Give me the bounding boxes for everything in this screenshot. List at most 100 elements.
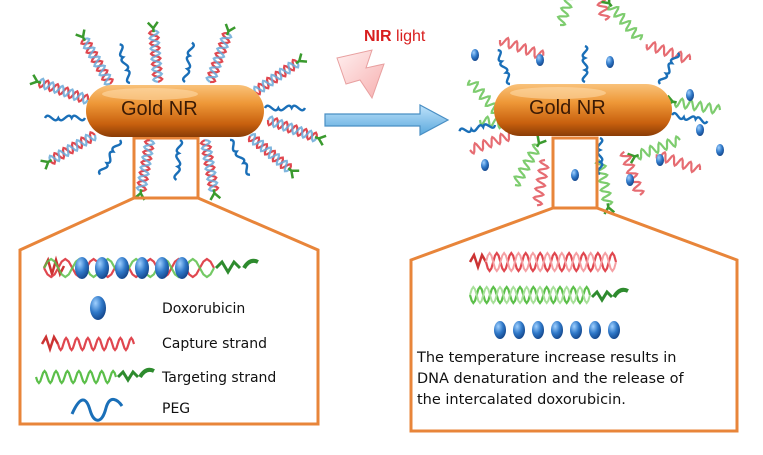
- right-released-strand: [498, 36, 545, 60]
- peg-chain: [173, 138, 184, 181]
- caption-line-2: DNA denaturation and the release of: [417, 371, 684, 387]
- helix-strand-b: [205, 32, 233, 83]
- sep-targeting-shadow: [469, 285, 591, 305]
- released-strand-path: [532, 158, 550, 207]
- right-released-strand: [556, 0, 580, 27]
- left-peg-strand: [229, 138, 251, 176]
- left-strand-layer: [29, 21, 327, 201]
- helix-strand-b: [200, 138, 219, 193]
- peg-chain: [671, 112, 709, 125]
- nir-lightning-bolt: [336, 49, 385, 100]
- released-doxorubicin: [608, 321, 620, 339]
- sep-targeting-tail: [590, 289, 614, 303]
- ligand-mark: [29, 74, 42, 86]
- right-inset-graphics: [468, 251, 629, 339]
- intercalated-doxorubicin: [75, 257, 89, 279]
- right-zoom-frame: [409, 206, 739, 433]
- released-strand-path: [513, 143, 540, 187]
- left-duplex-strand: [146, 21, 164, 84]
- free-doxorubicin: [536, 54, 544, 66]
- free-doxorubicin: [686, 89, 694, 101]
- left-duplex-strand: [199, 138, 222, 201]
- separated-targeting-strand: [468, 285, 629, 305]
- peg-chain: [581, 44, 589, 84]
- loaded-duplex: [42, 255, 259, 279]
- right-released-strand: [469, 129, 515, 156]
- released-strand-path: [635, 134, 681, 161]
- right-nanorod-label: Gold NR: [529, 97, 606, 119]
- free-doxorubicin: [716, 144, 724, 156]
- right-zoom-callout: [409, 136, 739, 433]
- left-peg-strand: [182, 41, 195, 83]
- ligand-mark: [535, 135, 547, 148]
- helix-strand-b: [253, 61, 300, 93]
- right-released-strand: [619, 150, 646, 196]
- released-strand-path: [594, 159, 614, 207]
- legend-capture-symbol: [40, 333, 136, 353]
- released-doxorubicin: [513, 321, 525, 339]
- left-inset-graphics: [34, 255, 259, 422]
- targeting-wave: [34, 369, 118, 385]
- released-doxorubicin: [589, 321, 601, 339]
- ligand-mark: [40, 158, 53, 170]
- right-strand-layer: [458, 0, 724, 215]
- free-doxorubicin: [571, 169, 579, 181]
- ligand-mark: [224, 23, 236, 36]
- left-duplex-strand: [266, 115, 327, 146]
- helix-strand-b: [267, 115, 318, 143]
- duplex-green-tail: [214, 259, 242, 275]
- left-nanorod-highlight: [102, 88, 198, 100]
- targeting-ligand: [138, 367, 155, 379]
- left-peg-strand: [173, 138, 184, 181]
- ligand-mark: [295, 53, 308, 65]
- left-zoom-window: [132, 136, 200, 200]
- released-doxorubicin: [494, 321, 506, 339]
- left-peg-strand: [43, 114, 87, 122]
- release-caption: The temperature increase results in DNA …: [417, 348, 684, 411]
- ligand-mark: [75, 29, 87, 42]
- left-zoom-callout: [18, 136, 320, 426]
- peg-legend-path: [70, 398, 124, 422]
- peg-chain: [43, 114, 87, 122]
- legend-targeting-strand: Targeting strand: [162, 370, 277, 386]
- released-strand-path: [673, 97, 722, 115]
- sep-targeting-ligand: [612, 287, 629, 299]
- released-strand-path: [607, 4, 644, 41]
- legend-doxorubicin: Doxorubicin: [162, 301, 246, 317]
- right-released-strand: [513, 135, 547, 187]
- free-doxorubicin: [626, 174, 634, 186]
- legend-peg-symbol: [70, 398, 124, 422]
- right-nanorod-highlight: [510, 87, 606, 99]
- free-doxorubicin: [471, 49, 479, 61]
- peg-chain: [97, 139, 123, 176]
- legend-dox-symbol: [90, 296, 106, 320]
- helix-strand-b: [148, 29, 164, 84]
- sep-capture-tail: [468, 251, 488, 271]
- capture-tail: [40, 333, 60, 353]
- process-arrow: [324, 103, 450, 137]
- legend-targeting-symbol: [34, 367, 155, 385]
- right-released-strand: [532, 158, 550, 207]
- nir-label-bold: NIR: [364, 28, 392, 45]
- right-peg-strand: [596, 136, 604, 176]
- ligand-mark: [314, 134, 327, 146]
- peg-chain: [657, 52, 681, 85]
- intercalated-doxorubicin: [115, 257, 129, 279]
- released-doxorubicin: [551, 321, 563, 339]
- left-nanorod-label: Gold NR: [121, 98, 198, 120]
- released-strand-path: [466, 79, 503, 116]
- helix-strand-b: [249, 133, 291, 173]
- peg-chain: [263, 104, 307, 112]
- intercalated-doxorubicin: [95, 257, 109, 279]
- free-doxorubicin: [656, 154, 664, 166]
- intercalated-doxorubicin: [175, 257, 189, 279]
- ligand-mark: [287, 167, 300, 179]
- intercalated-doxorubicin: [135, 257, 149, 279]
- peg-chain: [118, 43, 131, 85]
- left-zoom-frame: [18, 196, 320, 426]
- free-doxorubicin: [696, 124, 704, 136]
- left-peg-strand: [263, 104, 307, 112]
- nir-label-rest: light: [391, 28, 426, 45]
